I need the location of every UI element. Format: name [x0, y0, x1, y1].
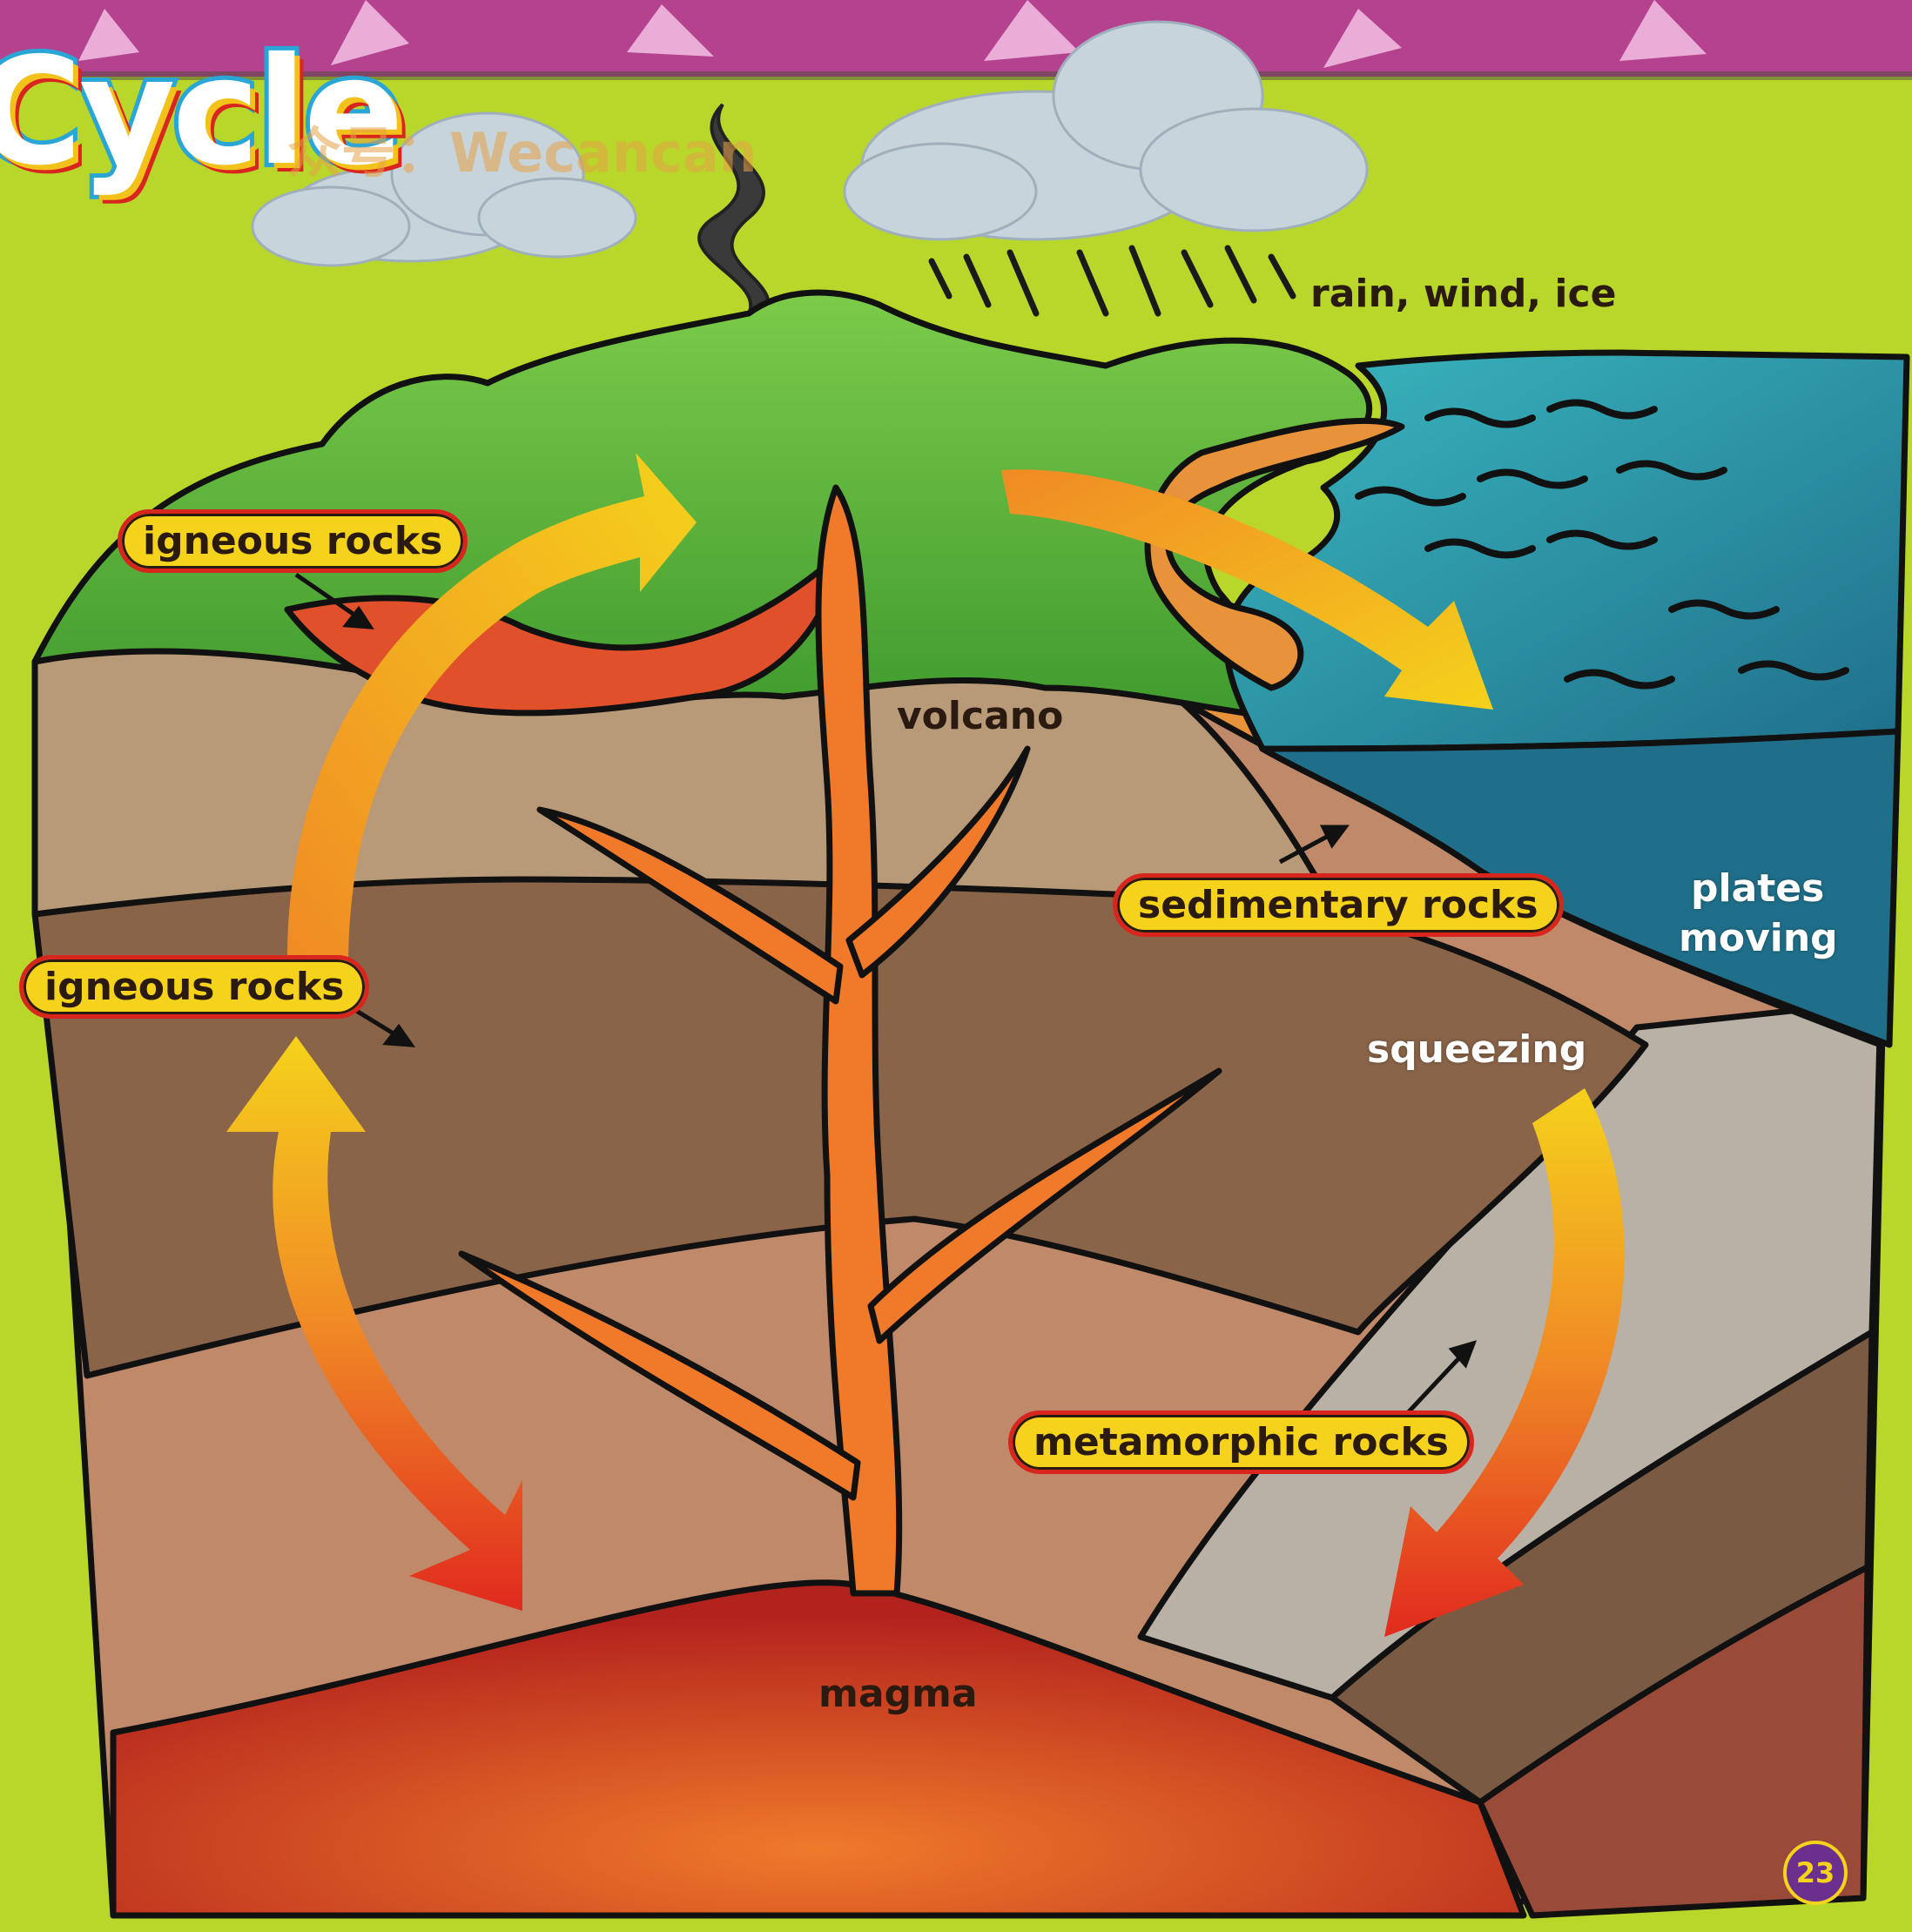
label-rain-wind-ice: rain, wind, ice [1310, 272, 1616, 316]
label-moving: moving [1679, 916, 1838, 960]
watermark: 众号：Wecancan [287, 109, 757, 187]
label-metamorphic-rocks: metamorphic rocks [1008, 1410, 1474, 1474]
label-plates: plates [1691, 866, 1824, 911]
label-sedimentary-rocks: sedimentary rocks [1113, 873, 1564, 937]
label-igneous-rocks-top: igneous rocks [118, 509, 468, 573]
page-number: 23 [1783, 1841, 1848, 1905]
label-magma: magma [818, 1672, 978, 1716]
label-volcano: volcano [897, 694, 1063, 738]
label-igneous-rocks-side: igneous rocks [19, 955, 369, 1019]
label-squeezing: squeezing [1367, 1027, 1586, 1072]
